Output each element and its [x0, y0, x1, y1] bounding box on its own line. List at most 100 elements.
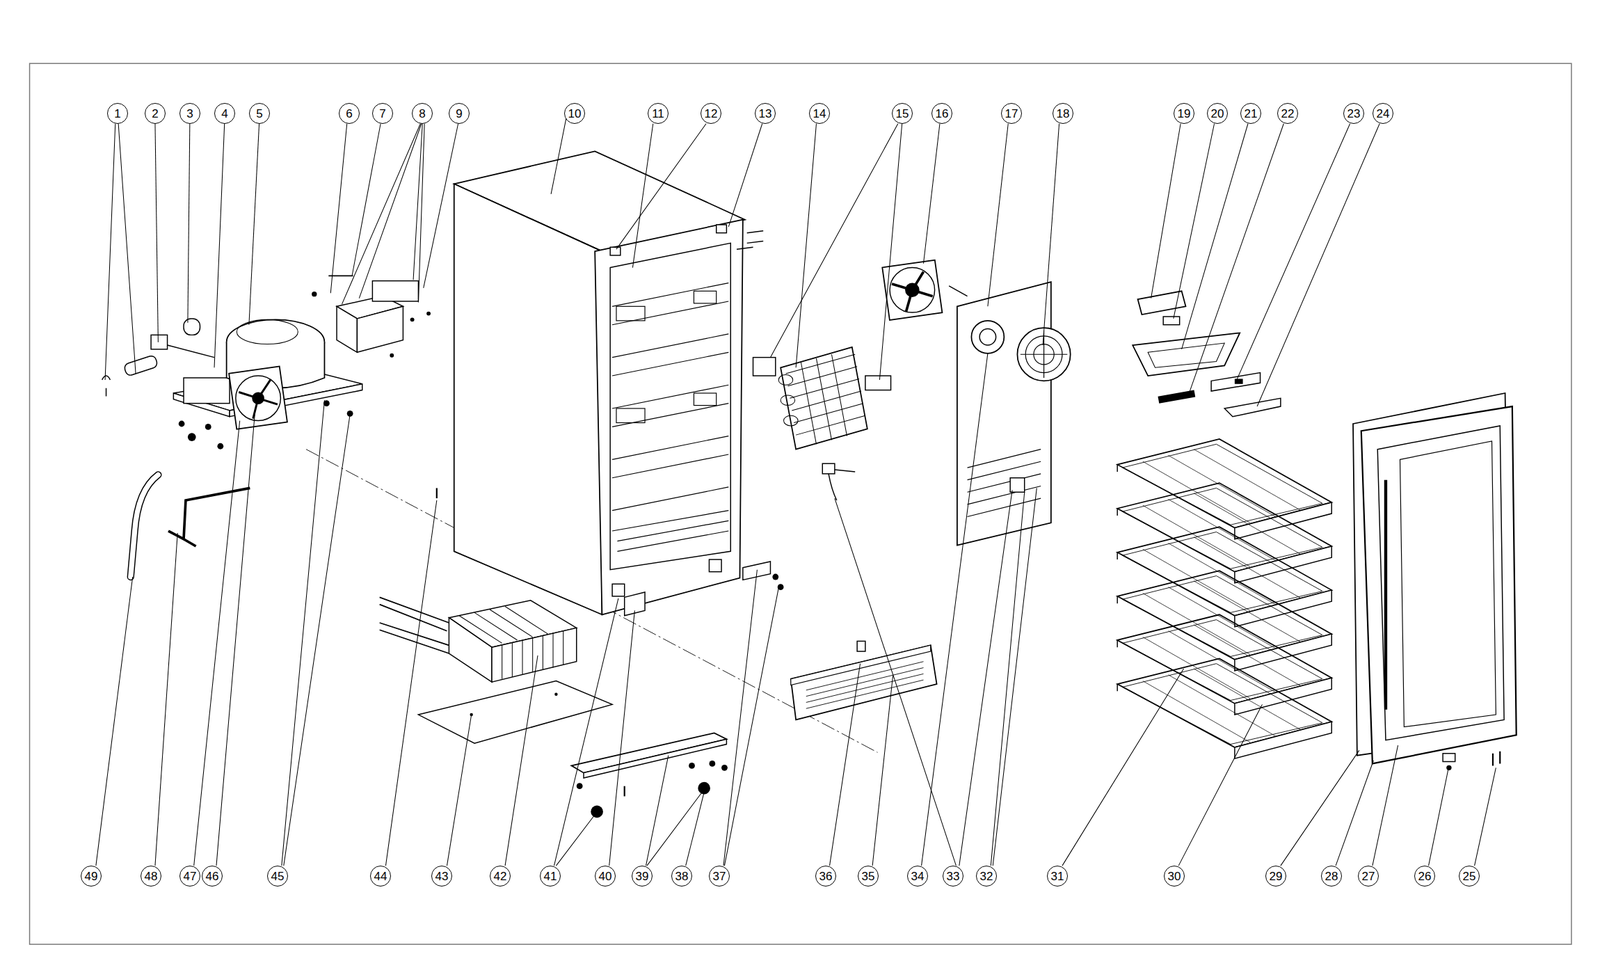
callout-number: 6: [345, 107, 352, 120]
callout-circle: 21: [1240, 102, 1262, 124]
callout-circle: 37: [708, 865, 730, 887]
callout-number: 5: [256, 107, 263, 120]
callout-circle: 22: [1277, 102, 1299, 124]
callout-number: 17: [1005, 107, 1019, 120]
callout-circle: 14: [809, 102, 830, 124]
callout-number: 13: [758, 107, 773, 120]
callout-circle: 27: [1357, 865, 1379, 887]
callout-circle: 12: [700, 102, 722, 124]
callout-number: 38: [675, 870, 689, 883]
callout-circle: 44: [370, 865, 391, 887]
callout-circle: 24: [1372, 102, 1394, 124]
callout-circle: 5: [249, 102, 270, 124]
callout-circle: 45: [267, 865, 288, 887]
callout-circle: 36: [815, 865, 837, 887]
callout-circle: 42: [489, 865, 511, 887]
callout-circle: 40: [594, 865, 616, 887]
callout-circle: 3: [179, 102, 201, 124]
callout-number: 21: [1244, 107, 1258, 120]
callout-circle: 41: [539, 865, 561, 887]
callout-number: 3: [186, 107, 193, 120]
callout-circle: 46: [201, 865, 223, 887]
callout-number: 25: [1462, 870, 1477, 883]
callout-number: 30: [1168, 870, 1182, 883]
callout-number: 32: [980, 870, 994, 883]
callout-circle: 16: [931, 102, 953, 124]
callout-circle: 31: [1046, 865, 1068, 887]
callout-number: 7: [379, 107, 386, 120]
callout-circle: 7: [372, 102, 394, 124]
callout-number: 1: [114, 107, 121, 120]
callout-circle: 33: [942, 865, 964, 887]
callout-circle: 13: [754, 102, 776, 124]
callout-circle: 32: [976, 865, 997, 887]
callout-circle: 19: [1173, 102, 1195, 124]
callout-number: 24: [1376, 107, 1390, 120]
callout-number: 40: [598, 870, 613, 883]
callout-number: 36: [819, 870, 833, 883]
callout-circle: 15: [891, 102, 913, 124]
callout-number: 37: [713, 870, 727, 883]
callout-circle: 18: [1052, 102, 1074, 124]
callout-circle: 48: [140, 865, 162, 887]
callout-number: 23: [1347, 107, 1361, 120]
callout-number: 8: [418, 107, 426, 120]
callout-number: 48: [144, 870, 158, 883]
callout-circle: 17: [1001, 102, 1022, 124]
callout-circle: 10: [564, 102, 586, 124]
callout-number: 15: [896, 107, 910, 120]
callout-number: 20: [1211, 107, 1225, 120]
callout-number: 45: [271, 870, 285, 883]
callout-number: 47: [183, 870, 197, 883]
callout-circle: 29: [1265, 865, 1287, 887]
callout-number: 22: [1281, 107, 1295, 120]
callout-number: 4: [221, 107, 228, 120]
callout-number: 39: [635, 870, 650, 883]
callout-circle: 25: [1458, 865, 1480, 887]
callout-circle: 8: [411, 102, 433, 124]
callout-number: 11: [651, 107, 665, 120]
callout-circle: 30: [1163, 865, 1185, 887]
callout-circle: 1: [107, 102, 128, 124]
callout-circle: 2: [144, 102, 166, 124]
callout-number: 18: [1056, 107, 1070, 120]
callout-circle: 49: [80, 865, 102, 887]
callout-number: 29: [1269, 870, 1283, 883]
callout-circle: 47: [179, 865, 201, 887]
callout-circle: 4: [214, 102, 236, 124]
callout-number: 28: [1325, 870, 1339, 883]
callout-circle: 20: [1206, 102, 1228, 124]
callout-number: 12: [704, 107, 718, 120]
callout-number: 26: [1418, 870, 1432, 883]
callout-number: 14: [813, 107, 827, 120]
callout-circle: 35: [857, 865, 879, 887]
callout-number: 10: [568, 107, 582, 120]
callout-number: 9: [455, 107, 462, 120]
callout-number: 44: [374, 870, 388, 883]
callout-number: 46: [205, 870, 220, 883]
callout-number: 2: [151, 107, 158, 120]
callout-circle: 23: [1343, 102, 1365, 124]
callout-circle: 34: [907, 865, 928, 887]
callout-number: 35: [861, 870, 876, 883]
callout-circle: 26: [1414, 865, 1436, 887]
callout-number: 33: [946, 870, 960, 883]
callout-number: 41: [544, 870, 558, 883]
callout-number: 31: [1051, 870, 1065, 883]
callout-number: 43: [435, 870, 449, 883]
callout-number: 19: [1177, 107, 1191, 120]
callout-circle: 39: [631, 865, 653, 887]
callout-number: 16: [935, 107, 949, 120]
callout-number: 27: [1362, 870, 1376, 883]
callout-number: 49: [84, 870, 99, 883]
callout-circle: 38: [671, 865, 693, 887]
callout-circle: 11: [647, 102, 669, 124]
callout-number: 42: [493, 870, 508, 883]
callout-number: 34: [911, 870, 925, 883]
callout-circle: 6: [338, 102, 360, 124]
callout-circle: 28: [1321, 865, 1342, 887]
callout-circle: 9: [448, 102, 470, 124]
callout-circle: 43: [431, 865, 453, 887]
